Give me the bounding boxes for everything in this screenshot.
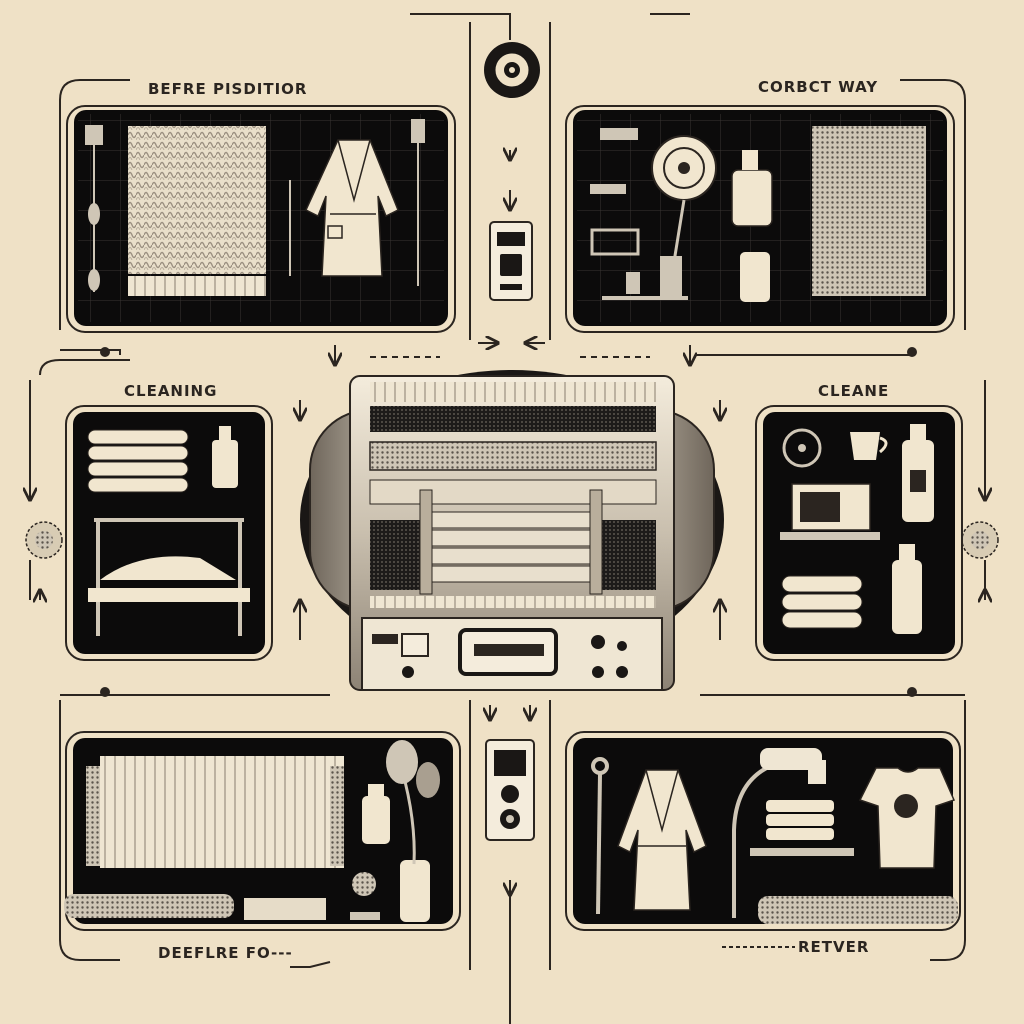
washing-machine-icon xyxy=(300,370,724,691)
label-mid-left: CLEANING xyxy=(124,382,217,400)
panel-mid-right: CLEANE xyxy=(755,382,963,661)
panel-bottom-left: DEEFLRE FO--- xyxy=(64,731,461,962)
bathrobe-icon xyxy=(617,769,707,911)
label-bottom-right: RETVER xyxy=(798,938,869,956)
laptop-icon xyxy=(780,483,880,540)
bottle-icon xyxy=(362,784,430,922)
clock-icon xyxy=(782,428,822,468)
panel-bottom-right: RETVER xyxy=(565,731,961,956)
top-dial-icon xyxy=(484,42,540,98)
plant-icon xyxy=(350,740,440,920)
right-badge-icon xyxy=(961,521,999,559)
panel-top-right: CORBCT WAY xyxy=(565,78,955,333)
label-top-right: CORBCT WAY xyxy=(758,78,878,96)
tools-left-icon xyxy=(85,119,425,292)
fan-icon xyxy=(651,135,717,263)
label-top-left: BEFRE PISDITIOR xyxy=(148,80,307,98)
towel-stack-icon xyxy=(128,126,266,296)
connector-dots xyxy=(100,347,917,697)
tshirt-icon xyxy=(858,767,956,869)
bed-icon xyxy=(88,518,250,636)
label-bottom-left: DEEFLRE FO--- xyxy=(158,944,293,962)
spray-bottle-icon xyxy=(731,150,773,302)
label-mid-right: CLEANE xyxy=(818,382,889,400)
bottle-icon xyxy=(902,424,934,522)
lower-control-unit-icon xyxy=(485,739,535,841)
folded-towels-icon xyxy=(87,429,189,493)
towel-icon xyxy=(812,126,926,296)
cup-icon xyxy=(850,432,888,460)
panel-top-left: BEFRE PISDITIOR xyxy=(66,80,456,333)
hanger-icon xyxy=(591,757,609,915)
bottle-icon xyxy=(212,426,238,488)
control-panel-icon xyxy=(361,617,663,691)
connector-lines xyxy=(30,13,985,1024)
bathrobe-icon xyxy=(305,139,399,277)
towels-icon xyxy=(781,575,863,629)
left-badge-icon xyxy=(25,521,63,559)
panel-mid-left: CLEANING xyxy=(65,382,273,661)
steamer-icon xyxy=(732,748,958,924)
lotion-icon xyxy=(892,544,922,634)
towel-icon xyxy=(64,756,344,920)
upper-control-unit-icon xyxy=(489,221,533,301)
counter-shelf-icon xyxy=(590,128,688,300)
